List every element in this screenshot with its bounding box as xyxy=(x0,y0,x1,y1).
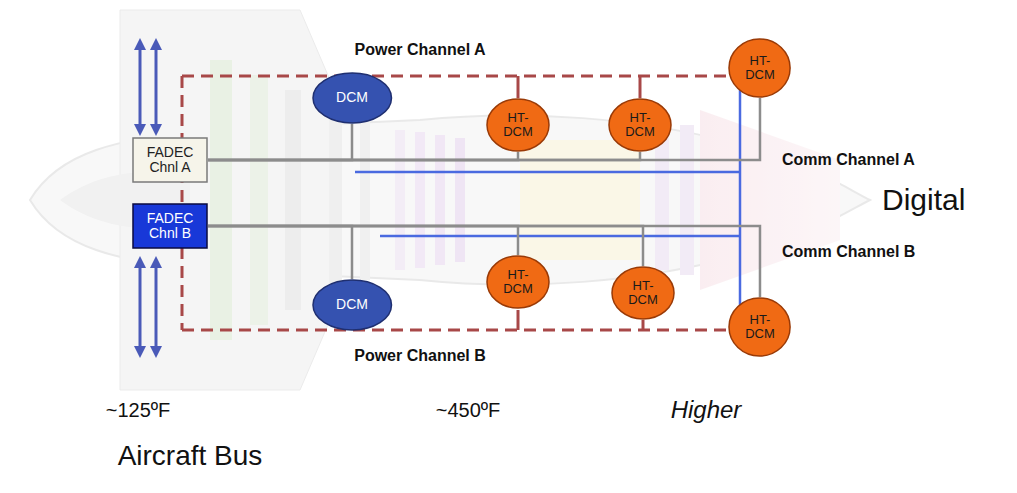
power-channel-label: Power Channel B xyxy=(354,347,486,365)
dcm-module: DCM xyxy=(312,279,393,331)
node-text: HT- DCM xyxy=(624,279,662,308)
ht-dcm-module: HT- DCM xyxy=(486,98,550,152)
fadec-channel-box: FADEC Chnl A xyxy=(132,137,208,183)
temperature-label: Higher xyxy=(671,396,742,424)
aircraft-bus-label: Aircraft Bus xyxy=(118,440,263,472)
comm-connector xyxy=(208,226,760,297)
comm-channel-label: Comm Channel B xyxy=(782,243,915,261)
ht-dcm-module: HT- DCM xyxy=(611,266,675,320)
fadec-channel-box: FADEC Chnl B xyxy=(132,203,208,249)
comm-connector xyxy=(208,226,643,266)
comm-connector xyxy=(208,226,518,255)
node-text: HT- DCM xyxy=(621,111,659,140)
comm-connector xyxy=(208,124,352,160)
power-channel-label: Power Channel A xyxy=(355,41,486,59)
node-text: DCM xyxy=(327,297,377,312)
node-text: HT- DCM xyxy=(499,111,537,140)
node-text: HT- DCM xyxy=(499,268,537,297)
ht-dcm-module: HT- DCM xyxy=(728,297,791,357)
node-text: HT- DCM xyxy=(741,313,779,342)
comm-connector xyxy=(208,226,352,279)
dcm-module: DCM xyxy=(312,72,393,124)
ht-dcm-module: HT- DCM xyxy=(486,255,550,309)
comm-connector xyxy=(208,98,760,160)
node-text: FADEC Chnl B xyxy=(139,211,201,242)
temperature-label: ~125ºF xyxy=(106,399,171,422)
ht-dcm-module: HT- DCM xyxy=(608,98,672,152)
node-text: FADEC Chnl A xyxy=(139,145,201,176)
temperature-label: ~450ºF xyxy=(436,399,501,422)
node-text: HT- DCM xyxy=(741,54,779,83)
comm-channel-label: Comm Channel A xyxy=(782,151,915,169)
digital-label: Digital xyxy=(882,183,965,217)
ht-dcm-module: HT- DCM xyxy=(728,38,791,98)
node-text: DCM xyxy=(327,90,377,105)
